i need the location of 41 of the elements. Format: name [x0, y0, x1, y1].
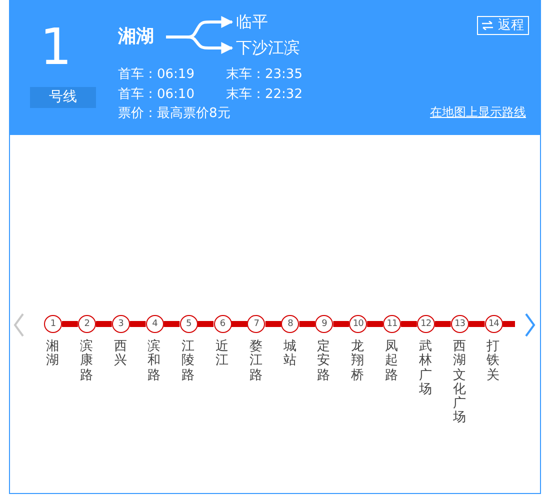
metro-line-segment [232, 321, 248, 327]
station-name: 婺江路 [249, 340, 262, 383]
station-name: 武林广场 [418, 340, 432, 398]
station-name: 湘湖 [46, 340, 59, 369]
last-train-time: 末车：23:35 [226, 66, 302, 83]
station-name: 西兴 [114, 340, 127, 369]
metro-line-segment [299, 321, 316, 327]
metro-line-segment [198, 321, 214, 327]
terminal-name: 湘湖 [118, 26, 162, 48]
metro-line-segment [367, 321, 383, 327]
metro-line-segment [468, 321, 485, 327]
metro-line-segment [401, 321, 417, 327]
last-train-time: 末车：22:32 [226, 86, 302, 103]
line-name: 号线 [30, 87, 96, 108]
station-name: 凤起路 [385, 340, 398, 383]
metro-line-segment [434, 321, 451, 327]
station-name: 定安路 [317, 340, 330, 383]
metro-line-segment [333, 321, 350, 327]
station-name: 打铁关 [486, 340, 500, 383]
first-train-time: 首车：06:10 [118, 86, 194, 103]
branch-arrow [166, 36, 234, 54]
metro-line-segment [164, 321, 180, 327]
station-name: 近江 [216, 340, 228, 369]
first-train-time: 首车：06:19 [118, 66, 194, 83]
show-map-link: 在地图上显示路线 [430, 104, 526, 121]
station-name: 城站 [283, 340, 296, 369]
metro-line-segment [265, 321, 282, 327]
metro-line-segment [130, 321, 146, 327]
metro-line-segment [96, 321, 112, 327]
metro-line-segment [502, 321, 515, 327]
terminal-name: 临平 [236, 12, 272, 32]
return-button: 返程 [477, 16, 529, 35]
station-name: 滨康路 [80, 340, 93, 383]
station-name: 西湖文化广场 [452, 340, 466, 426]
station-name: 龙翔桥 [351, 340, 364, 383]
fare-text: 票价：最高票价8元 [118, 105, 230, 122]
station-name: 江陵路 [182, 340, 195, 383]
metro-line-segment [62, 321, 78, 327]
terminal-name: 下沙江滨 [236, 38, 302, 58]
line-number: 1 [40, 22, 72, 72]
station-name: 滨和路 [148, 340, 161, 383]
